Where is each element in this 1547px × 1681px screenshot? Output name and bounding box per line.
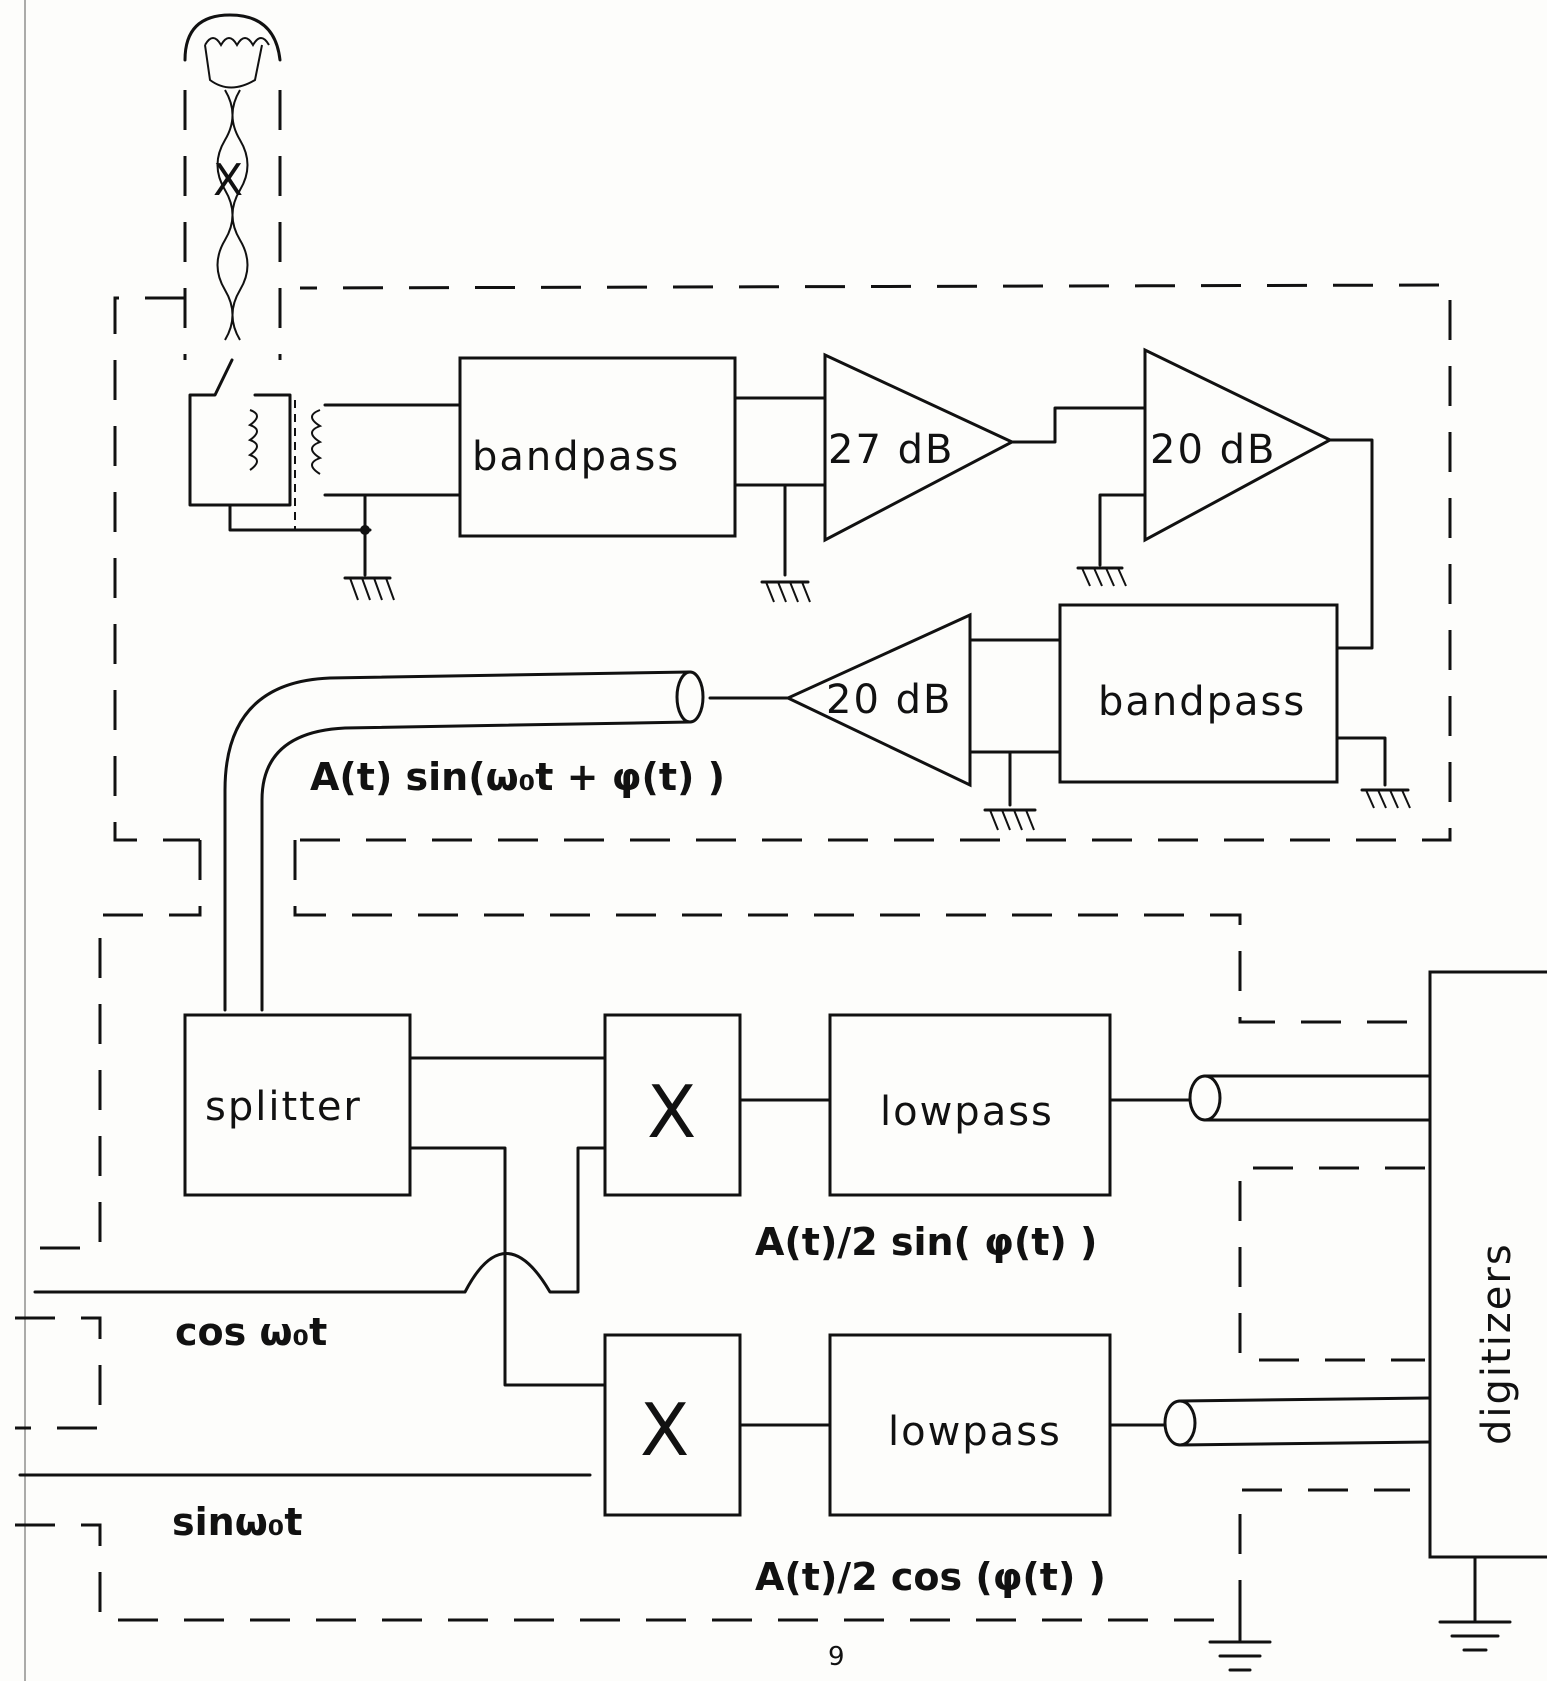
mixer-1-label: X <box>647 1070 696 1154</box>
upper-enclosure <box>113 283 1452 842</box>
sin-output-signal-label: A(t)/2 sin( φ(t) ) <box>755 1220 1097 1264</box>
ground-symbol-4 <box>1360 788 1411 809</box>
lowpass-filter-1 <box>828 1013 1112 1197</box>
lowpass-filter-2-label: lowpass <box>888 1409 1062 1455</box>
coax-cable <box>223 670 790 1012</box>
bandpass-filter-1-label: bandpass <box>472 434 680 480</box>
mixer-2-label: X <box>640 1388 689 1472</box>
lower-enclosure-top <box>293 840 1425 1024</box>
bandpass-filter-1 <box>458 356 737 538</box>
rf-output-signal-label: A(t) sin(ω₀t + φ(t) ) <box>310 755 725 799</box>
amplifier-20db-lower <box>784 612 972 788</box>
ground-symbol-5 <box>983 808 1037 831</box>
amplifier-27db <box>823 352 1016 543</box>
sin-reference-label: sinω₀t <box>172 1500 303 1544</box>
lowpass-filter-1-label: lowpass <box>880 1089 1054 1135</box>
ground-symbol-7 <box>1208 1640 1272 1672</box>
ground-symbol-1 <box>343 576 395 601</box>
ground-symbol-3 <box>1076 566 1127 587</box>
amplifier-20db-upper <box>1143 347 1334 543</box>
ground-symbol-6 <box>1438 1620 1512 1652</box>
digitizer-shield <box>1238 1166 1425 1362</box>
splitter-block <box>183 1013 412 1197</box>
splitter-label: splitter <box>205 1084 362 1130</box>
output-coax-1 <box>1108 1074 1432 1122</box>
bandpass-filter-2 <box>1058 603 1339 784</box>
digitizers-block <box>1428 970 1547 1559</box>
coil-cross-label: X <box>213 155 243 206</box>
ground-symbol-2 <box>760 580 811 603</box>
cos-output-signal-label: A(t)/2 cos (φ(t) ) <box>755 1555 1106 1599</box>
cos-reference-line <box>33 1146 607 1294</box>
amplifier-20db-upper-label: 20 dB <box>1150 427 1276 473</box>
pickup-transformer <box>188 358 462 601</box>
cos-reference-label: cos ω₀t <box>175 1310 327 1354</box>
amplifier-27db-label: 27 dB <box>828 427 954 473</box>
amplifier-20db-lower-label: 20 dB <box>826 677 952 723</box>
digitizers-label: digitizers <box>1474 1242 1520 1445</box>
mixer-1 <box>603 1013 742 1197</box>
output-coax-2 <box>1108 1396 1432 1447</box>
page-number: 9 <box>828 1642 845 1672</box>
bandpass-filter-2-label: bandpass <box>1098 679 1306 725</box>
probe-coil: X <box>183 13 282 360</box>
lower-enclosure <box>15 840 1410 1622</box>
